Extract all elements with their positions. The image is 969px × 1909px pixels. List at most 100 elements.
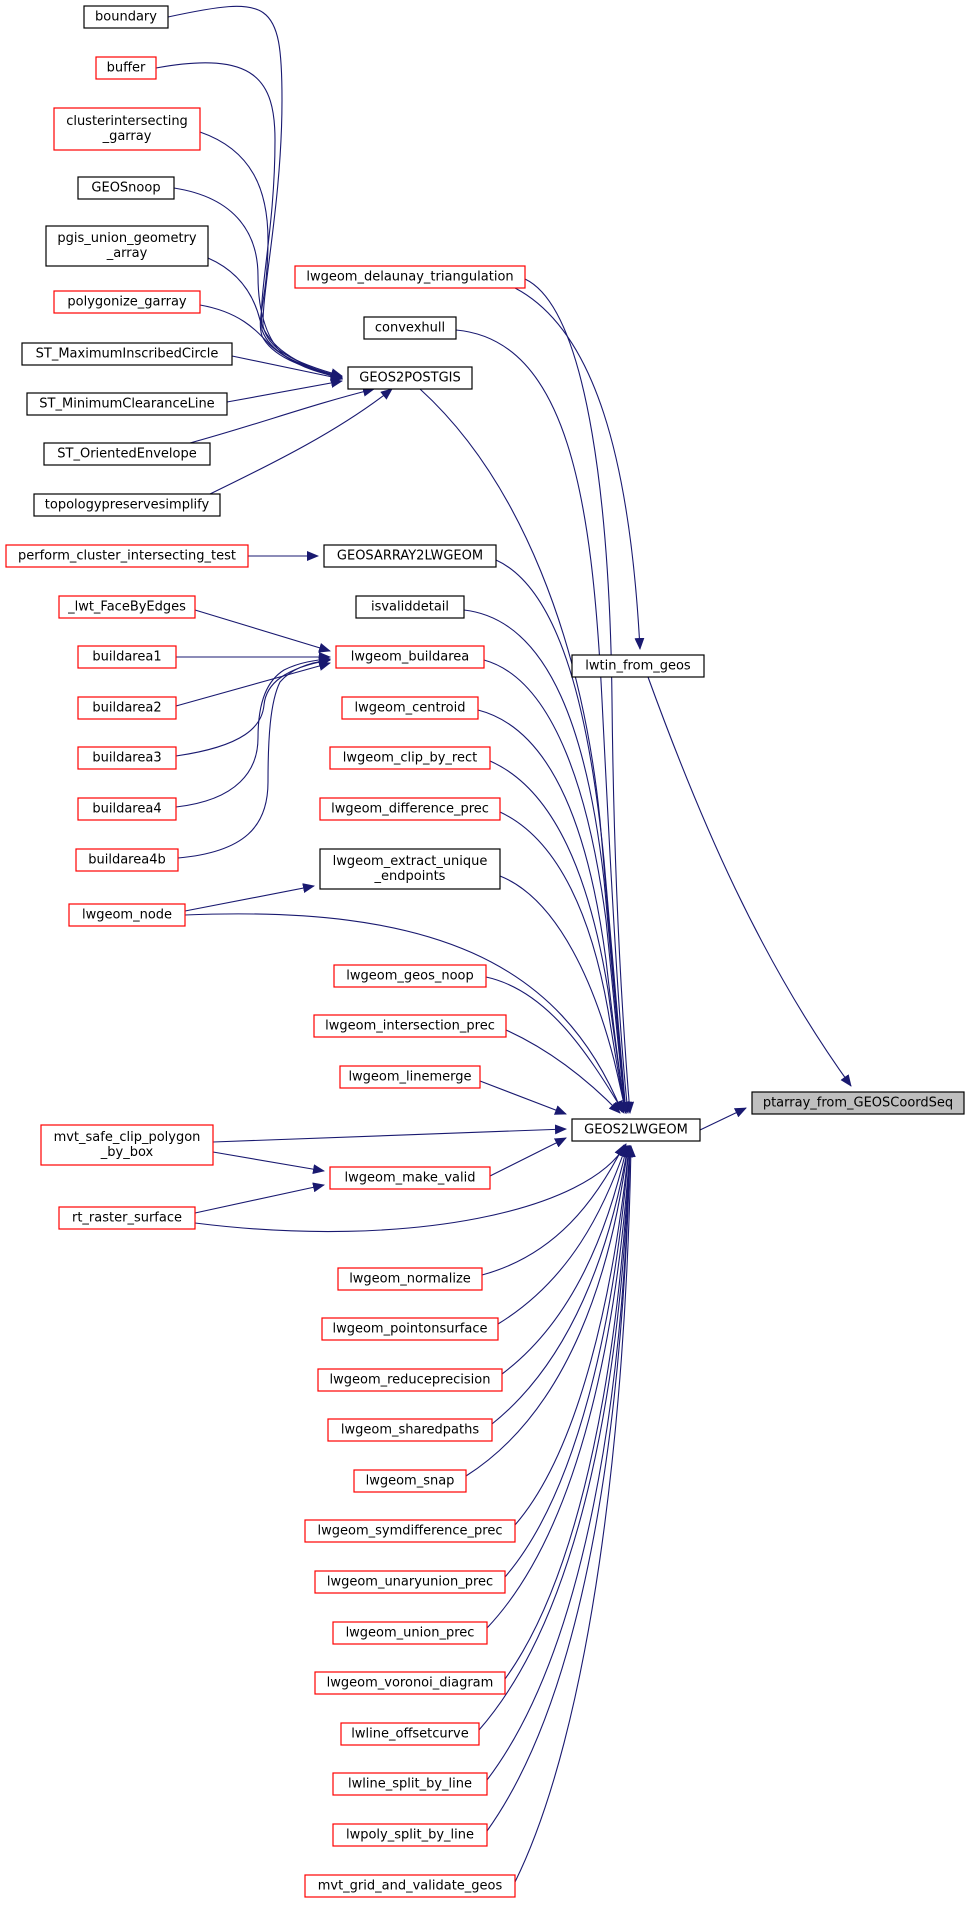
node-lwgeom-linemerge[interactable]: lwgeom_linemerge <box>339 1065 481 1089</box>
node-st-maximuminscribedcircle[interactable]: ST_MaximumInscribedCircle <box>21 342 233 366</box>
edge-lwgeom_make_valid-to-geos2lwgeom <box>489 1137 567 1177</box>
node-label: lwgeom_delaunay_triangulation <box>306 270 513 285</box>
node-lwgeom-reduceprecision[interactable]: lwgeom_reduceprecision <box>317 1368 503 1392</box>
node-label: lwgeom_node <box>82 908 172 923</box>
edge-buildarea4b-to-lwgeom_buildarea <box>177 656 331 859</box>
node-label: lwgeom_geos_noop <box>346 969 474 984</box>
node-lwgeom-make-valid[interactable]: lwgeom_make_valid <box>329 1166 491 1190</box>
node-label: lwgeom_make_valid <box>345 1171 476 1186</box>
node-lwgeom-geos-noop[interactable]: lwgeom_geos_noop <box>333 964 487 988</box>
node-label: lwgeom_linemerge <box>348 1070 471 1085</box>
node-box <box>329 746 491 770</box>
node-lwgeom-sharedpaths[interactable]: lwgeom_sharedpaths <box>327 1418 493 1442</box>
node-lwgeom-difference-prec[interactable]: lwgeom_difference_prec <box>319 797 501 821</box>
node-lwpoly-split-by-line[interactable]: lwpoly_split_by_line <box>332 1823 488 1847</box>
node-lwt-facebyedges[interactable]: _lwt_FaceByEdges <box>58 595 196 619</box>
node-clusterintersecting-garray[interactable]: clusterintersecting_garray <box>53 107 201 151</box>
node-label: GEOS2POSTGIS <box>359 371 460 386</box>
node-label: convexhull <box>375 321 445 336</box>
edge-lwgeom_pointonsurface-to-geos2lwgeom <box>497 1145 628 1325</box>
edge-boundary-to-geos2postgis <box>167 5 343 378</box>
node-geos2postgis[interactable]: GEOS2POSTGIS <box>347 366 473 390</box>
node-lwgeom-normalize[interactable]: lwgeom_normalize <box>337 1267 483 1291</box>
node-label: lwgeom_unaryunion_prec <box>327 1575 493 1590</box>
node-lwgeom-node[interactable]: lwgeom_node <box>68 903 186 927</box>
node-lwgeom-clip-by-rect[interactable]: lwgeom_clip_by_rect <box>329 746 491 770</box>
node-box <box>77 696 177 720</box>
node-lwtin-from-geos[interactable]: lwtin_from_geos <box>571 654 705 678</box>
node-lwgeom-unaryunion-prec[interactable]: lwgeom_unaryunion_prec <box>314 1570 506 1594</box>
node-label: _garray <box>102 129 152 144</box>
node-buildarea2[interactable]: buildarea2 <box>77 696 177 720</box>
edge-geosarray2lwgeom-to-geos2lwgeom <box>495 559 631 1114</box>
node-geosarray2lwgeom[interactable]: GEOSARRAY2LWGEOM <box>323 544 497 568</box>
node-topologypreservesimplify[interactable]: topologypreservesimplify <box>33 493 221 517</box>
node-st-orientedenvelope[interactable]: ST_OrientedEnvelope <box>43 442 211 466</box>
node-box <box>319 797 501 821</box>
node-label: lwgeom_sharedpaths <box>341 1423 479 1438</box>
node-box <box>294 265 526 289</box>
edge-isvaliddetail-to-geos2lwgeom <box>463 609 630 1114</box>
node-lwgeom-delaunay-triangulation[interactable]: lwgeom_delaunay_triangulation <box>294 265 526 289</box>
node-lwgeom-buildarea[interactable]: lwgeom_buildarea <box>335 645 485 669</box>
node-perform-cluster-intersecting-test[interactable]: perform_cluster_intersecting_test <box>5 544 249 568</box>
node-ptarray-from-geoscoordseq[interactable]: ptarray_from_GEOSCoordSeq <box>751 1091 965 1115</box>
node-polygonize-garray[interactable]: polygonize_garray <box>53 290 201 314</box>
node-box <box>33 493 221 517</box>
node-lwgeom-pointonsurface[interactable]: lwgeom_pointonsurface <box>321 1317 499 1341</box>
node-buildarea4[interactable]: buildarea4 <box>77 797 177 821</box>
node-lwgeom-voronoi-diagram[interactable]: lwgeom_voronoi_diagram <box>314 1671 506 1695</box>
edge-lwgeom_symdifference_prec-to-geos2lwgeom <box>514 1145 633 1526</box>
edge-st_maximuminscribedcircle-to-geos2postgis <box>231 355 343 382</box>
node-box <box>77 797 177 821</box>
node-rt-raster-surface[interactable]: rt_raster_surface <box>58 1206 196 1230</box>
node-lwgeom-extract-unique-endpoints[interactable]: lwgeom_extract_unique_endpoints <box>319 848 501 890</box>
node-lwgeom-union-prec[interactable]: lwgeom_union_prec <box>332 1621 488 1645</box>
node-label: ST_MaximumInscribedCircle <box>36 347 219 362</box>
node-lwgeom-intersection-prec[interactable]: lwgeom_intersection_prec <box>313 1014 507 1038</box>
node-box <box>327 1418 493 1442</box>
node-buildarea1[interactable]: buildarea1 <box>77 645 177 669</box>
edge-rt_raster_surface-to-lwgeom_make_valid <box>194 1182 325 1214</box>
node-mvt-grid-and-validate-geos[interactable]: mvt_grid_and_validate_geos <box>304 1874 516 1898</box>
node-lwline-split-by-line[interactable]: lwline_split_by_line <box>332 1772 488 1796</box>
node-label: lwgeom_difference_prec <box>331 802 489 817</box>
node-label: lwgeom_intersection_prec <box>325 1019 495 1034</box>
node-geosnoop[interactable]: GEOSnoop <box>77 176 175 200</box>
edge-lwgeom_difference_prec-to-geos2lwgeom <box>499 811 629 1114</box>
node-buildarea3[interactable]: buildarea3 <box>77 746 177 770</box>
node-label: rt_raster_surface <box>72 1211 182 1226</box>
node-label: buffer <box>107 61 146 76</box>
node-mvt-safe-clip-polygon-by-box[interactable]: mvt_safe_clip_polygon_by_box <box>40 1124 214 1166</box>
node-label: boundary <box>95 10 157 25</box>
node-label: lwline_split_by_line <box>348 1777 472 1792</box>
edge-mvt_safe_clip_polygon_by_box-to-lwgeom_make_valid <box>212 1151 325 1175</box>
node-label: polygonize_garray <box>67 295 187 310</box>
node-label: GEOS2LWGEOM <box>584 1123 688 1138</box>
node-box <box>341 696 479 720</box>
node-lwgeom-symdifference-prec[interactable]: lwgeom_symdifference_prec <box>304 1519 516 1543</box>
node-box <box>45 225 209 267</box>
node-lwgeom-centroid[interactable]: lwgeom_centroid <box>341 696 479 720</box>
node-label: lwgeom_union_prec <box>346 1626 475 1641</box>
node-box <box>329 1166 491 1190</box>
node-label: _array <box>106 246 148 261</box>
node-label: buildarea2 <box>92 701 161 716</box>
node-convexhull[interactable]: convexhull <box>363 316 457 340</box>
node-buffer[interactable]: buffer <box>95 56 157 80</box>
node-label: isvaliddetail <box>371 600 449 615</box>
edge-st_orientedenvelope-to-geos2postgis <box>189 386 375 444</box>
edge-lwgeom_centroid-to-geos2lwgeom <box>477 709 629 1114</box>
node-st-minimumclearanceline[interactable]: ST_MinimumClearanceLine <box>26 392 228 416</box>
node-lwline-offsetcurve[interactable]: lwline_offsetcurve <box>340 1722 480 1746</box>
node-box <box>304 1874 516 1898</box>
node-isvaliddetail[interactable]: isvaliddetail <box>355 595 465 619</box>
node-lwgeom-snap[interactable]: lwgeom_snap <box>353 1469 467 1493</box>
node-geos2lwgeom[interactable]: GEOS2LWGEOM <box>571 1118 701 1142</box>
node-boundary[interactable]: boundary <box>83 5 169 29</box>
node-pgis-union-geometry-array[interactable]: pgis_union_geometry_array <box>45 225 209 267</box>
node-buildarea4b[interactable]: buildarea4b <box>75 848 179 872</box>
node-label: buildarea1 <box>92 650 161 665</box>
edge-lwgeom_snap-to-geos2lwgeom <box>465 1145 632 1477</box>
